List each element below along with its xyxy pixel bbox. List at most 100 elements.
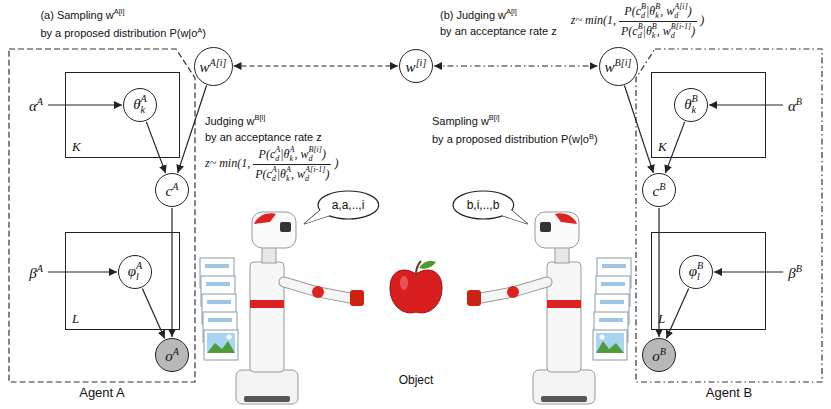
annotation-text: d: [641, 12, 646, 21]
variable-symbol: w: [200, 59, 210, 75]
text-line: Object: [399, 372, 434, 388]
plate-box: LφAl: [65, 232, 180, 330]
superscript: [i]: [416, 57, 427, 68]
annotation-text: Sampling w: [432, 115, 489, 127]
text-line: Judging wB[i]: [205, 110, 322, 129]
annotation-text: B[i]: [308, 146, 322, 155]
sub-sup: B[i]d: [308, 146, 322, 163]
annotation-text: d: [674, 12, 688, 21]
agent-label: Agent B: [635, 385, 823, 400]
superscript: A: [136, 261, 142, 272]
annotation-text: |θ: [643, 24, 652, 38]
text-block: Sampling wB[i]by a proposed distribution…: [432, 110, 598, 147]
superscript: B: [697, 261, 703, 272]
annotation-text: ): [700, 13, 704, 27]
annotation-text: , w: [291, 167, 305, 181]
text-block: z~ min(1,P(cAd|θAk, wB[i]d)P(cAd|θAk, wA…: [205, 146, 338, 183]
plate-label: L: [72, 311, 79, 327]
observed-node: oB: [642, 338, 676, 372]
annotation-text: , w: [657, 24, 671, 38]
annotation-text: ): [325, 167, 329, 181]
math-variable: oA: [165, 346, 179, 365]
plate-box: KθBk: [651, 72, 766, 158]
apple-object: [390, 261, 442, 313]
annotation-text: ): [688, 4, 692, 18]
dependency-arrow: [624, 85, 653, 172]
annotation-text: P(c: [259, 147, 276, 161]
annotation-text: ): [691, 24, 695, 38]
math-variable: θBk: [684, 94, 698, 115]
annotation-text: P(c: [621, 24, 638, 38]
variable-symbol: w: [605, 59, 615, 75]
numerator: P(cBd|θBk, wA[i]d): [619, 3, 697, 22]
sub-sup: A[i-1]d: [305, 166, 325, 183]
plate-label: K: [72, 139, 81, 155]
annotation-text: B: [641, 3, 646, 12]
agent-region: Agent AKθAkLφAlcAoAαAβA: [8, 48, 196, 400]
superscript: A: [141, 94, 147, 105]
text-line: z~ min(1,P(cAd|θAk, wB[i]d)P(cAd|θAk, wA…: [205, 146, 338, 183]
superscript: A[i]: [210, 57, 227, 68]
text-block: Object: [399, 372, 434, 388]
annotation-text: A: [289, 146, 294, 155]
math-variable: αB: [788, 96, 802, 115]
dependency-arrow: [234, 65, 399, 66]
annotation-text: B: [589, 132, 594, 141]
dependency-arrow: [434, 65, 598, 66]
variable-node: φBl: [679, 255, 713, 289]
annotation-text: k: [286, 175, 291, 184]
math-variable: wA[i]: [200, 57, 227, 76]
math-variable: θAk: [133, 94, 147, 115]
math-variable: cA: [166, 181, 179, 200]
variable-node: θBk: [674, 88, 708, 122]
annotation-text: A[i]: [114, 7, 125, 16]
annotation-text: B[i]: [489, 113, 500, 122]
subscript: k: [692, 105, 698, 116]
sub-sup: Bd: [641, 3, 646, 20]
annotation-text: by an acceptance rate z: [440, 25, 557, 37]
denominator: P(cAd|θAk, wA[i-1]d): [253, 165, 331, 183]
text-line: (a) Sampling wA[i]: [40, 4, 206, 23]
annotation-text: (b) Judging w: [440, 9, 506, 21]
annotation-text: d: [638, 32, 643, 41]
variable-node: wA[i]: [194, 47, 233, 86]
bubble-tail-fill: [304, 207, 330, 225]
superscript: B[i]: [615, 57, 632, 68]
annotation-text: ): [334, 156, 338, 170]
variable-symbol: o: [652, 348, 660, 364]
variable-symbol: β: [788, 265, 795, 281]
variable-symbol: o: [165, 348, 173, 364]
dependency-arrow: [714, 271, 783, 272]
agent-region: Agent BKθBkLφBlcBoBαBβB: [635, 48, 823, 400]
subscript: k: [141, 105, 147, 116]
superscript: B: [796, 96, 802, 107]
text-line: by an acceptance rate z: [205, 129, 322, 145]
dependency-arrow: [48, 271, 117, 272]
image-stack: [200, 258, 238, 360]
annotation-text: B: [638, 23, 643, 32]
sub-sup: Ak: [286, 166, 291, 183]
dashed-outline: [9, 49, 195, 382]
variable-symbol: w: [406, 59, 416, 75]
variable-node: w[i]: [399, 49, 433, 83]
text-line: Sampling wB[i]: [432, 110, 598, 129]
annotation-text: B[i-1]: [671, 23, 691, 32]
text-block: Judging wB[i] by an acceptance rate z: [205, 110, 322, 145]
text-block: z~ min(1,P(cBd|θBk, wA[i]d)P(cBd|θBk, wB…: [571, 3, 704, 40]
sub-sup: Al: [136, 261, 142, 282]
hyperparameter: βA: [27, 262, 45, 283]
annotation-text: d: [671, 32, 691, 41]
sub-sup: Bk: [652, 23, 657, 40]
annotation-text: by an acceptance rate z: [205, 131, 322, 143]
utterance-text: b,i,..,b: [467, 198, 500, 212]
sub-sup: Bd: [638, 23, 643, 40]
superscript: A: [173, 346, 179, 357]
robot-with-images: [467, 212, 631, 404]
annotation-text: B: [655, 3, 660, 12]
math-variable: wB[i]: [605, 57, 632, 76]
speech-bubble: b,i,..,b: [452, 190, 515, 220]
annotation-text: A[i-1]: [305, 166, 325, 175]
plate-label: L: [658, 311, 665, 327]
annotation-text: A: [272, 166, 277, 175]
